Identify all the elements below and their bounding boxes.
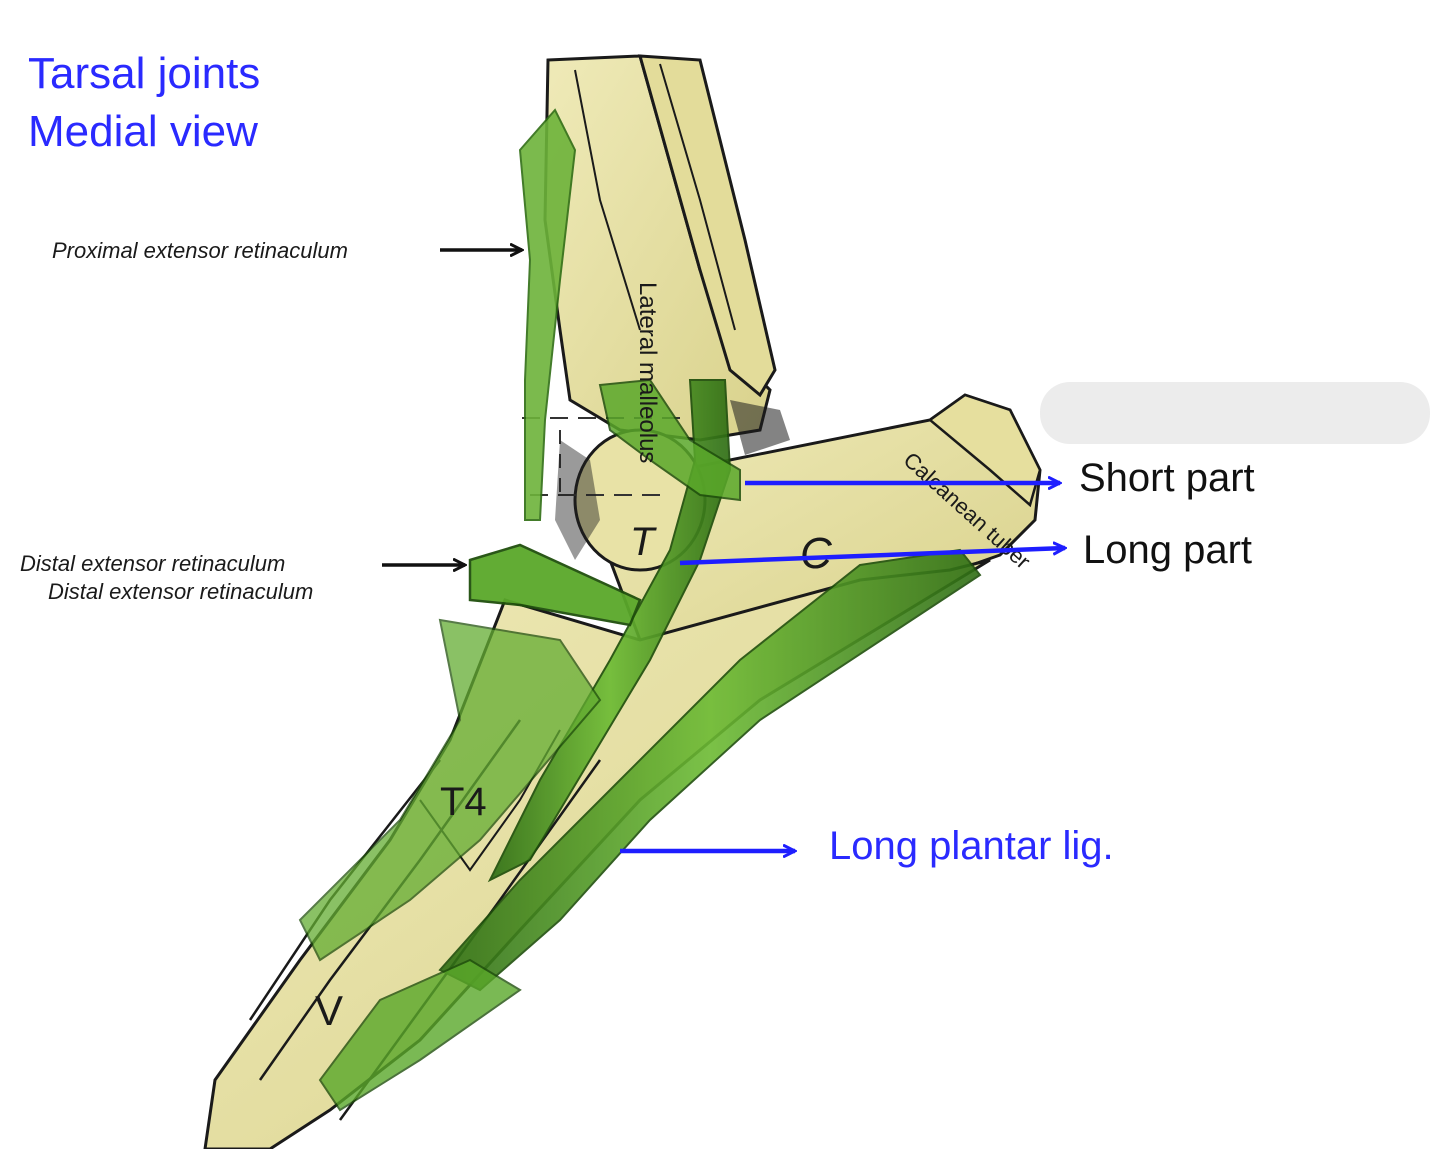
- distal-retinaculum-band: [468, 543, 642, 627]
- dorsal-tarsal-ligaments: [298, 618, 602, 962]
- calcaneus-letter: C: [800, 529, 833, 578]
- joint-dark-1: [730, 400, 790, 455]
- long-plantar-label: Long plantar lig.: [829, 824, 1114, 868]
- distal-retinaculum-label-1: Distal extensor retinaculum: [20, 551, 286, 576]
- fourth-tarsal-letter: T4: [440, 780, 487, 824]
- calcanean-tuber-end: [927, 393, 1042, 508]
- tibia-inner-line: [574, 69, 641, 331]
- page-title: Tarsal joints: [28, 49, 261, 98]
- distal-retinaculum-label-2: Distal extensor retinaculum: [48, 579, 314, 604]
- long-part-arrow: [679, 548, 1065, 566]
- joint-dark-2: [555, 440, 600, 560]
- talus-letter: T: [630, 520, 657, 564]
- long-part-label: Long part: [1083, 528, 1253, 572]
- metatarsal-ligaments: [318, 958, 522, 1112]
- long-plantar-ligament-band: [438, 548, 982, 992]
- proximal-retinaculum-band: [518, 108, 577, 521]
- fibula-inner-line: [659, 63, 736, 331]
- erased-label-patch: [1040, 382, 1430, 444]
- lateral-malleolus-label: Lateral malleolus: [634, 282, 661, 463]
- metatarsal-v-letter: V: [315, 987, 343, 1034]
- page-subtitle: Medial view: [28, 107, 258, 156]
- lateral-collateral-short: [598, 378, 741, 502]
- short-part-label: Short part: [1079, 456, 1255, 500]
- proximal-retinaculum-label: Proximal extensor retinaculum: [52, 238, 348, 263]
